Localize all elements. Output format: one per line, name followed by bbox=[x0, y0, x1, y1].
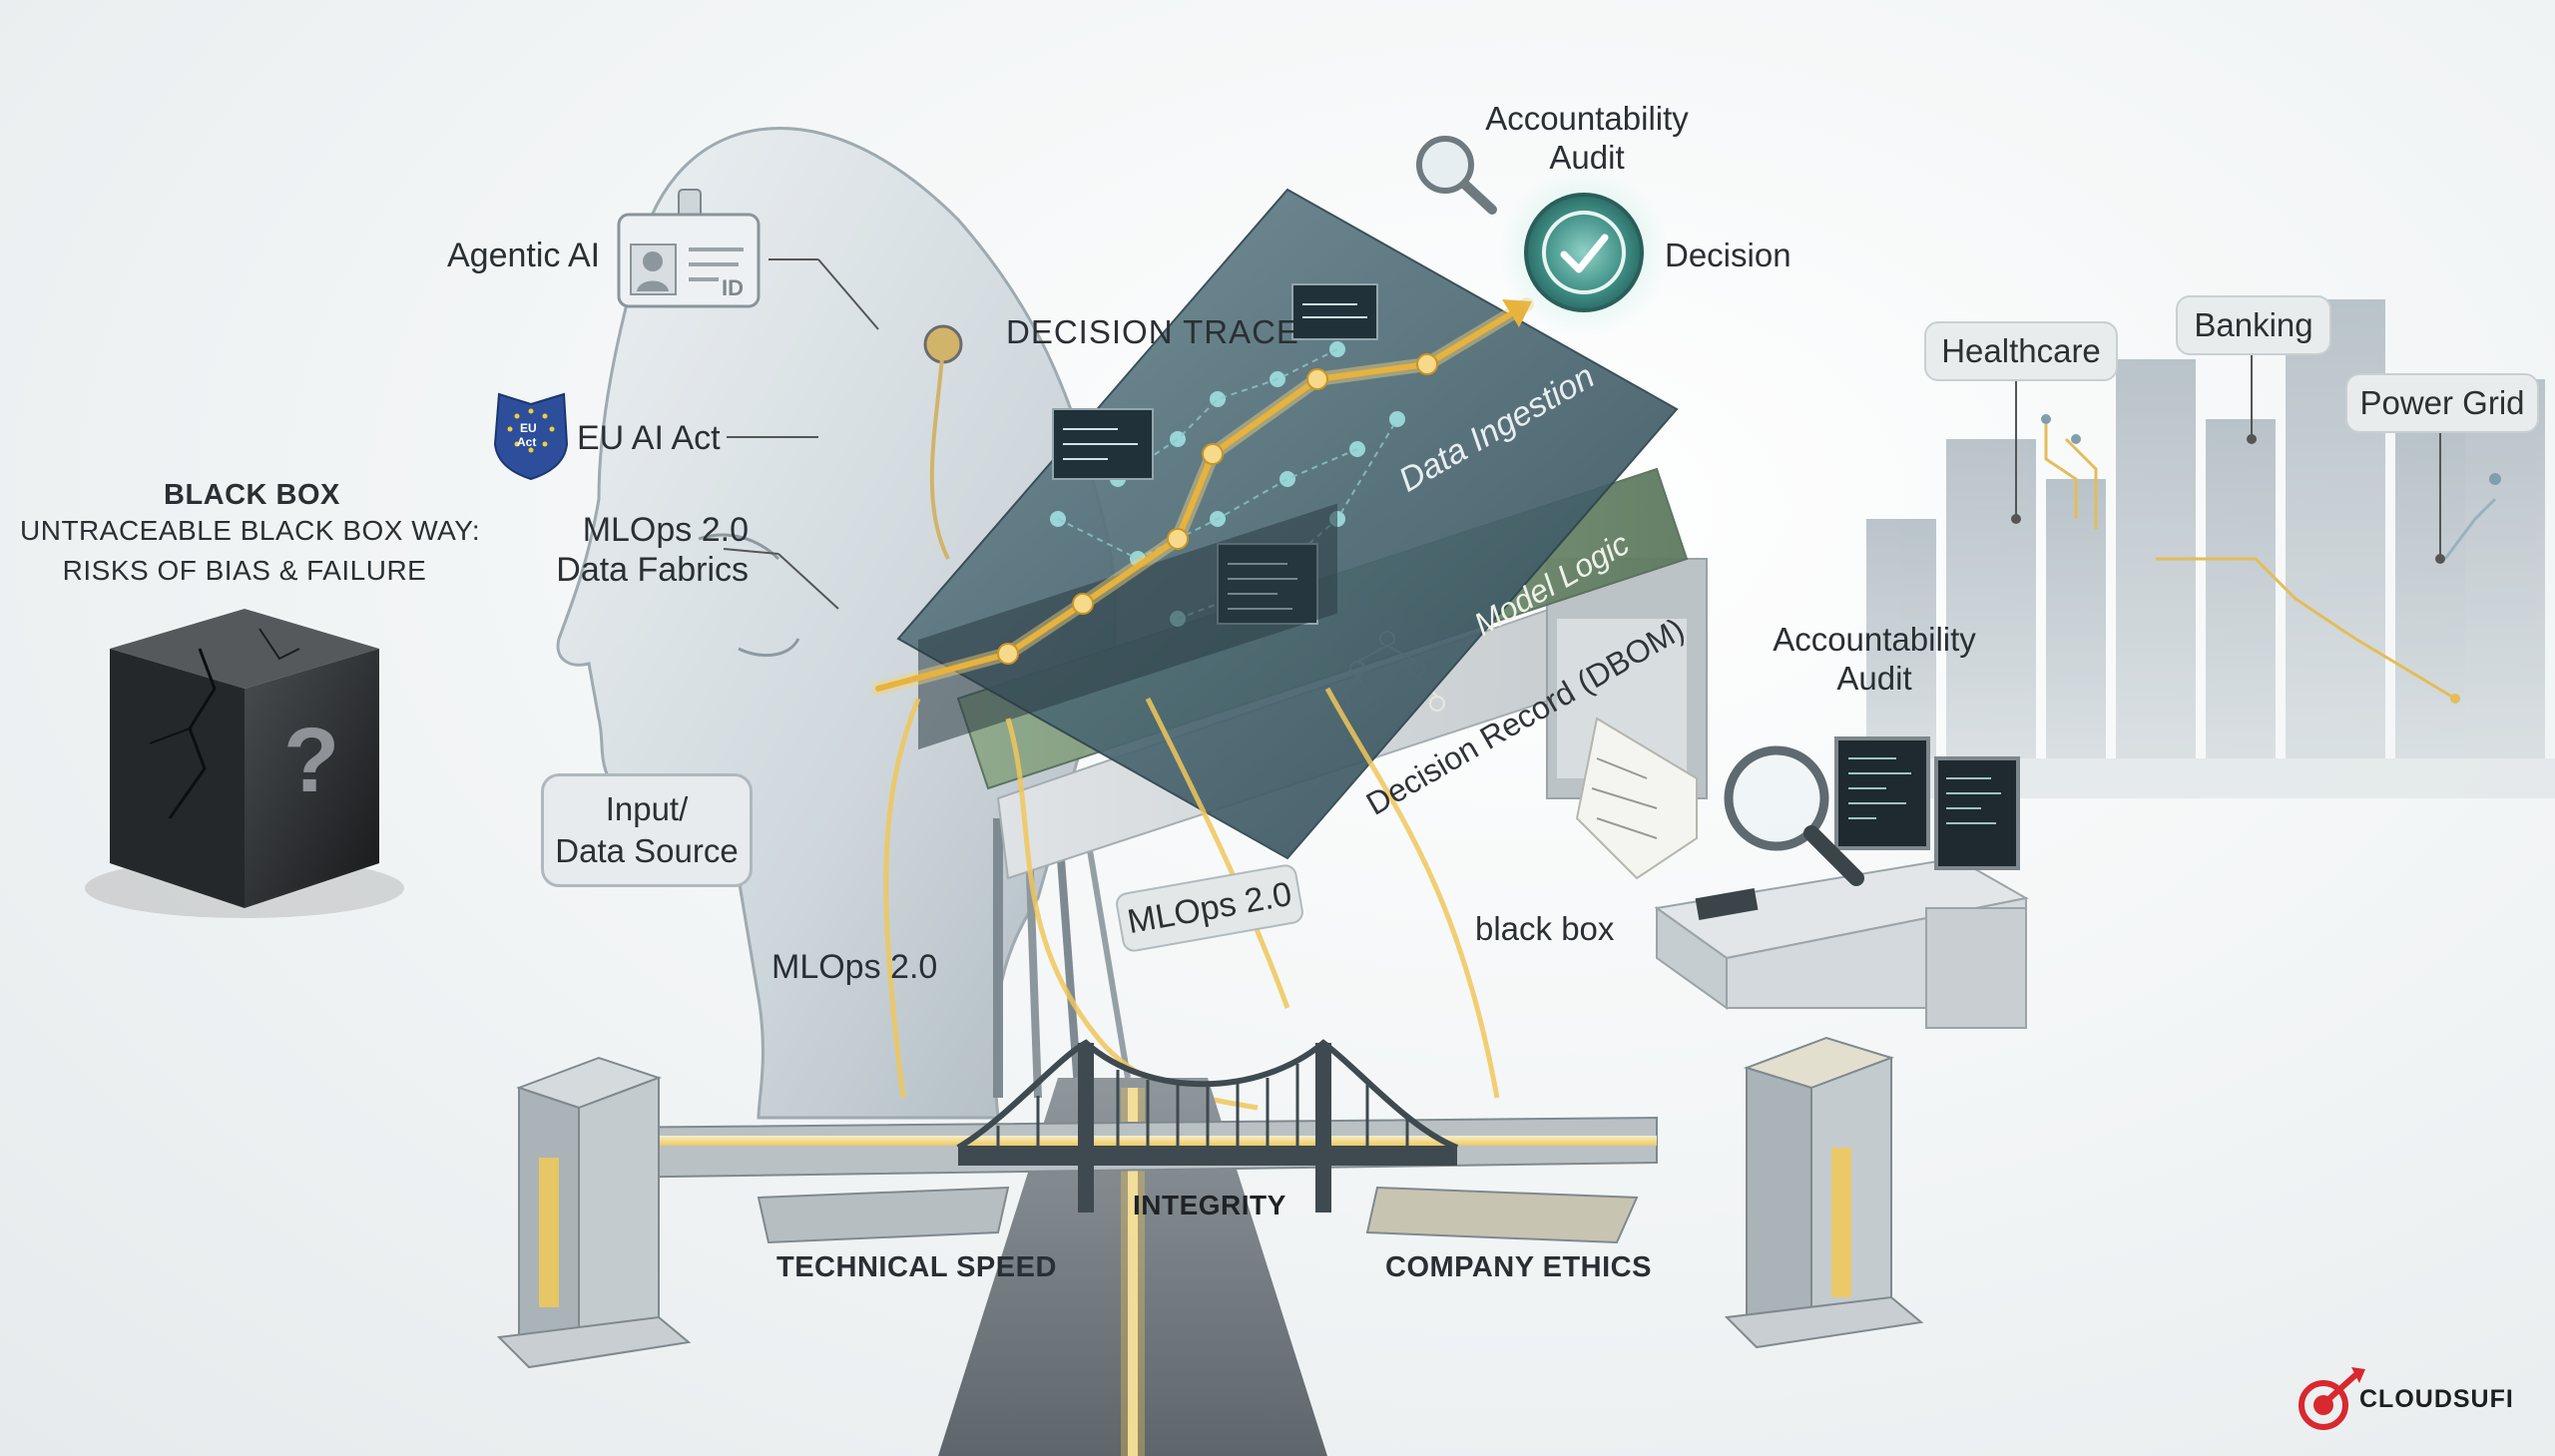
black-box-cube bbox=[85, 609, 404, 918]
black-box-small-label: black box bbox=[1475, 910, 1615, 947]
id-badge-text: ID bbox=[722, 275, 744, 300]
accountability-top-label-1: Accountability bbox=[1485, 100, 1689, 137]
accountability-top-label-2: Audit bbox=[1549, 139, 1625, 176]
mlops-fabrics-label-1: MLOps 2.0 bbox=[582, 511, 749, 549]
magnifier-icon bbox=[1416, 136, 1497, 215]
decision-check-icon bbox=[1499, 168, 1669, 337]
mlops-left-label: MLOps 2.0 bbox=[771, 948, 938, 986]
agentic-ai-label: Agentic AI bbox=[447, 237, 601, 274]
logo-icon bbox=[2299, 1367, 2365, 1430]
mlops-fabrics-label-2: Data Fabrics bbox=[556, 551, 749, 589]
input-label-2: Data Source bbox=[555, 832, 739, 869]
city-tag-banking: Banking bbox=[2176, 295, 2331, 355]
black-box-title: BLACK BOX bbox=[164, 479, 340, 511]
black-box-line1: UNTRACEABLE BLACK BOX WAY: bbox=[20, 515, 481, 546]
black-box-line2: RISKS OF BIAS & FAILURE bbox=[62, 555, 427, 586]
city-tag-label: Banking bbox=[2194, 306, 2313, 343]
cube-question-icon: ? bbox=[283, 710, 340, 811]
technical-speed-label: TECHNICAL SPEED bbox=[776, 1251, 1057, 1283]
city-tag-label: Healthcare bbox=[1941, 332, 2101, 369]
shield-icon bbox=[493, 392, 569, 481]
eu-ai-act-label: EU AI Act bbox=[577, 419, 721, 457]
audit-desk bbox=[1654, 736, 2029, 1029]
audit-magnifier-icon bbox=[1724, 745, 1864, 886]
decision-trace-label: DECISION TRACE bbox=[1006, 313, 1299, 350]
accountability-mid-label-2: Audit bbox=[1836, 660, 1912, 697]
layer-data-ingestion bbox=[896, 188, 1679, 860]
decision-label: Decision bbox=[1665, 237, 1791, 273]
integrity-label: INTEGRITY bbox=[1133, 1190, 1286, 1220]
accountability-mid-label-1: Accountability bbox=[1773, 621, 1976, 658]
input-data-source-box: Input/ Data Source bbox=[541, 773, 753, 887]
city-tag-power-grid: Power Grid bbox=[2345, 373, 2539, 433]
city-tag-label: Power Grid bbox=[2359, 384, 2525, 421]
eu-shield-text-1: EU bbox=[520, 421, 537, 435]
city-tag-healthcare: Healthcare bbox=[1924, 321, 2118, 381]
company-ethics-label: COMPANY ETHICS bbox=[1385, 1251, 1652, 1283]
brand-name: CLOUDSUFI bbox=[2359, 1385, 2514, 1413]
id-badge-icon bbox=[617, 189, 761, 308]
eu-shield-text-2: Act bbox=[517, 435, 537, 449]
decision-trace-path bbox=[871, 297, 1534, 696]
input-label-1: Input/ bbox=[605, 790, 689, 827]
integrity-bridge bbox=[496, 1036, 1924, 1456]
